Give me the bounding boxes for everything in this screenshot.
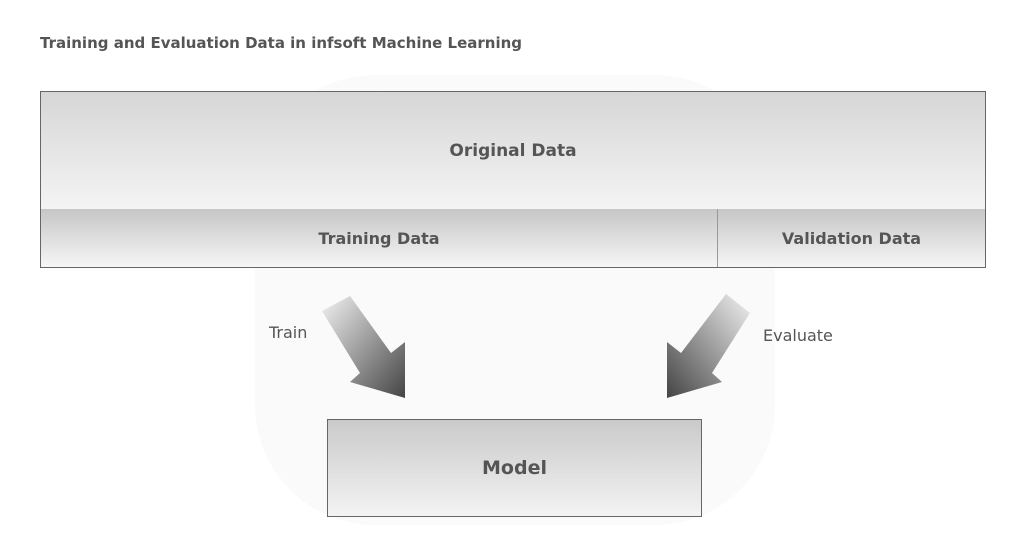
evaluate-label: Evaluate bbox=[763, 326, 833, 345]
train-label: Train bbox=[269, 323, 308, 342]
evaluate-arrow-icon bbox=[667, 294, 750, 398]
training-data-box: Training Data bbox=[41, 209, 718, 267]
train-arrow-icon bbox=[322, 296, 405, 398]
original-data-box: Original Data Training Data Validation D… bbox=[40, 91, 986, 268]
model-box: Model bbox=[327, 419, 702, 517]
original-data-label: Original Data bbox=[41, 92, 985, 209]
validation-data-box: Validation Data bbox=[718, 209, 985, 267]
diagram-title: Training and Evaluation Data in infsoft … bbox=[40, 34, 523, 52]
